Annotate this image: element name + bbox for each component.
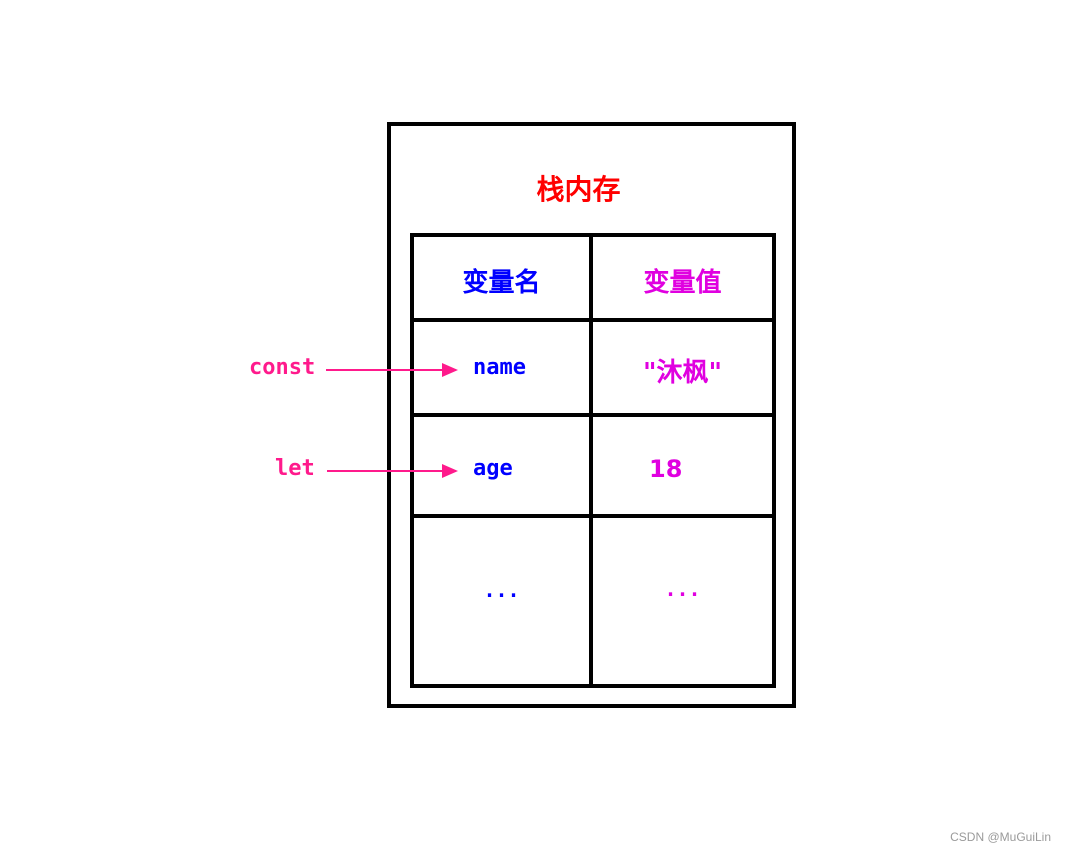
cell-age-value: 18 xyxy=(649,455,683,483)
column-divider xyxy=(589,233,593,688)
header-variable-name: 变量名 xyxy=(462,268,541,298)
row-divider xyxy=(410,318,776,322)
cell-name-name: name xyxy=(473,355,526,380)
stack-memory-title: 栈内存 xyxy=(536,173,621,206)
watermark: CSDN @MuGuiLin xyxy=(950,830,1051,844)
variable-table xyxy=(410,233,776,688)
stack-memory-box xyxy=(387,122,796,708)
keyword-let-label: let xyxy=(275,456,315,481)
keyword-const-label: const xyxy=(249,355,316,380)
header-variable-value: 变量值 xyxy=(643,268,722,298)
row-divider xyxy=(410,413,776,417)
cell-ellipsis-name: ... xyxy=(483,578,520,602)
arrow-right-icon xyxy=(327,464,458,478)
arrow-right-icon xyxy=(326,363,458,377)
cell-ellipsis-value: ... xyxy=(664,577,701,601)
cell-age-name: age xyxy=(473,456,513,481)
cell-name-value: "沐枫" xyxy=(642,358,723,388)
row-divider xyxy=(410,514,776,518)
